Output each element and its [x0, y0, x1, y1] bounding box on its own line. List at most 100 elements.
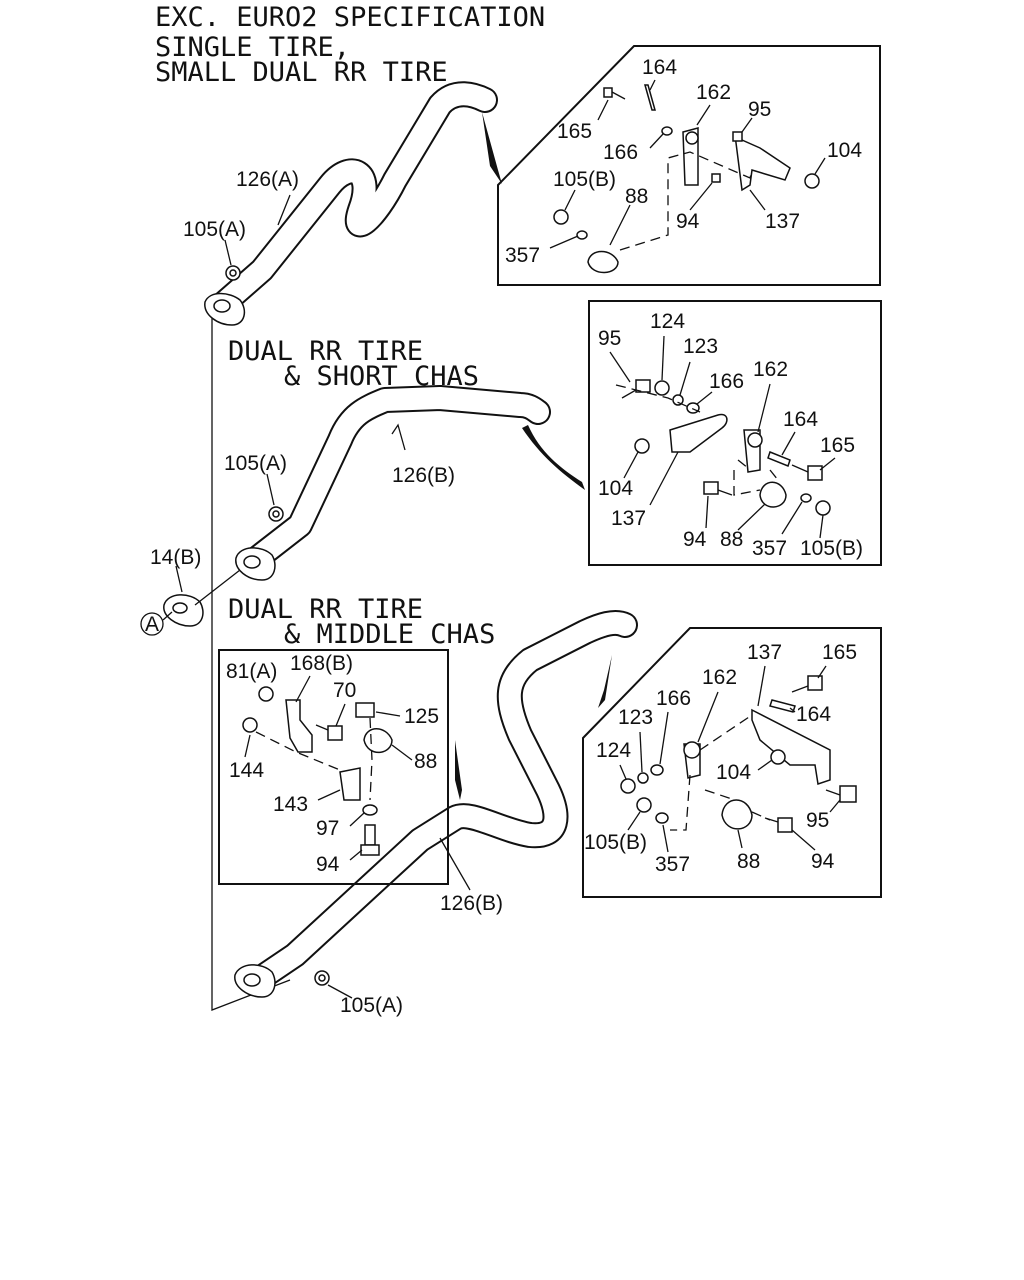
leader-126b-mid [391, 423, 406, 451]
pin-164-icon [644, 84, 656, 111]
bolt-95-icon [732, 131, 743, 142]
i1-label-95: 95 [748, 98, 771, 121]
inset-3-frame [218, 649, 449, 885]
bolt-165-icon [603, 87, 626, 100]
leader-105a-mid [266, 473, 275, 506]
i4-pin-164-icon [769, 699, 796, 713]
i4-label-164: 164 [796, 703, 831, 726]
i3-nut-144-icon [242, 717, 258, 733]
i3-label-143: 143 [273, 793, 308, 816]
i2-bolt-95-icon [621, 379, 651, 399]
i2-bolt-94-icon [703, 481, 733, 496]
i2-label-95: 95 [598, 327, 621, 350]
i2-pin-164-icon [767, 451, 791, 467]
i2-bolt-165-icon [791, 464, 823, 481]
leader-gasket-line [194, 569, 241, 606]
title-dual-middle-line1: DUAL RR TIRE [228, 594, 423, 625]
flange-top [204, 292, 246, 326]
title-dual-short-line1: DUAL RR TIRE [228, 336, 423, 367]
i3-bolt-94-icon [360, 824, 380, 856]
i2-label-137: 137 [611, 507, 646, 530]
i2-clamp-88-icon [759, 481, 787, 508]
bolt-94-icon [711, 173, 721, 183]
inset-1-dash [619, 151, 753, 251]
label-105a-top: 105(A) [183, 218, 246, 241]
i4-label-104: 104 [716, 761, 751, 784]
title-spec-line2: SINGLE TIRE, [155, 32, 350, 63]
title-dual-middle-line2: & MIDDLE CHAS [284, 619, 495, 650]
i3-bolt-70-icon [315, 724, 343, 741]
inset-3-dash [255, 717, 373, 801]
leader-105a-bottom [327, 984, 353, 999]
i1-label-357: 357 [505, 244, 540, 267]
bushing-162-icon [685, 131, 699, 145]
label-126b-bottom: 126(B) [440, 892, 503, 915]
inset-4-frame [582, 627, 882, 898]
inset-2-dash [615, 384, 779, 496]
i2-label-88: 88 [720, 528, 743, 551]
nut-104-icon [804, 173, 820, 189]
pointer-wedge-3 [455, 740, 462, 800]
bracket-137-icon [734, 133, 791, 192]
title-spec-line3: SMALL DUAL RR TIRE [155, 57, 448, 88]
i1-label-166: 166 [603, 141, 638, 164]
pipe-126b-bottom [242, 610, 638, 995]
i3-washer-97-icon [362, 804, 378, 816]
i1-label-94: 94 [676, 210, 700, 233]
i4-label-123: 123 [618, 706, 653, 729]
i2-label-123: 123 [683, 335, 718, 358]
i4-label-357: 357 [655, 853, 690, 876]
i2-label-105b: 105(B) [800, 537, 863, 560]
leader-105a-top [224, 239, 232, 266]
i3-nut-81a-icon [258, 686, 274, 702]
i2-nut-124-icon [654, 380, 670, 396]
i2-label-164: 164 [783, 408, 818, 431]
i3-label-94: 94 [316, 853, 340, 876]
i3-nut-125-icon [355, 702, 375, 718]
i2-label-124: 124 [650, 310, 685, 333]
inset-4-dash [670, 714, 771, 831]
i4-washer-357-icon [655, 812, 669, 824]
i4-label-165: 165 [822, 641, 857, 664]
i4-label-162: 162 [702, 666, 737, 689]
flange-bottom [234, 964, 276, 998]
leader-126b-bottom [439, 837, 471, 891]
leader-14b [175, 565, 183, 593]
circle-ref-a-label: A [145, 613, 159, 636]
i4-label-105b: 105(B) [584, 831, 647, 854]
i4-nut-104-icon [770, 749, 786, 765]
label-105a-bottom: 105(A) [340, 994, 403, 1017]
i4-bolt-95-icon [825, 785, 857, 803]
gasket-14b [163, 594, 204, 627]
pointer-wedge-2 [522, 425, 585, 490]
i3-bracket-143-icon [339, 767, 361, 801]
i4-label-88: 88 [737, 850, 760, 873]
pointer-wedge-1 [482, 112, 502, 184]
clamp-88-icon [587, 250, 619, 274]
i3-bracket-168b-icon [285, 699, 313, 753]
i2-label-166: 166 [709, 370, 744, 393]
i4-label-95: 95 [806, 809, 829, 832]
title-spec-line1: EXC. EURO2 SPECIFICATION [155, 2, 545, 33]
i2-label-165: 165 [820, 434, 855, 457]
i1-label-137: 137 [765, 210, 800, 233]
i4-bracket-137-icon [751, 708, 831, 785]
i3-label-70: 70 [333, 679, 356, 702]
i2-ring-123-icon [672, 394, 684, 406]
label-105a-mid: 105(A) [224, 452, 287, 475]
i3-clamp-88-icon [363, 728, 393, 754]
i3-label-144: 144 [229, 759, 264, 782]
inset-2-frame [588, 300, 882, 566]
i2-washer-166-icon [686, 402, 700, 414]
i2-label-357: 357 [752, 537, 787, 560]
pipe-126a [209, 81, 498, 318]
i4-bushing-icon [683, 741, 701, 759]
pipe-126b-mid [242, 385, 551, 573]
inset-4: 137 165 162 166 164 123 124 104 95 105(B… [582, 627, 882, 898]
i3-label-125: 125 [404, 705, 439, 728]
i2-nut-104-icon [634, 438, 650, 454]
i2-bracket-137-icon [669, 413, 728, 453]
i4-label-166: 166 [656, 687, 691, 710]
i4-label-124: 124 [596, 739, 631, 762]
